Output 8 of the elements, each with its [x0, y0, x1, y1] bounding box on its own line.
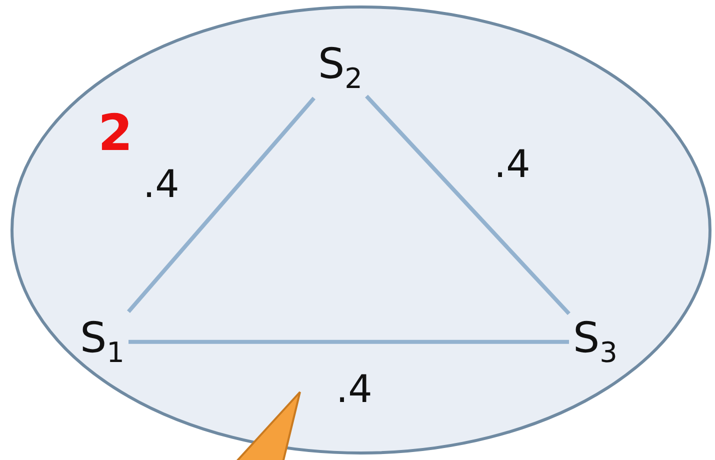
- state-label: S$_{1}$: [80, 315, 124, 369]
- connector-line: [365, 94, 570, 316]
- group-ellipse: [10, 5, 712, 455]
- state-label: S$_{2}$: [318, 41, 362, 95]
- callout-number: 2: [98, 108, 133, 158]
- state-label: S$_{3}$: [573, 315, 618, 369]
- connector-line: [127, 96, 316, 313]
- connector-line: [128, 340, 569, 344]
